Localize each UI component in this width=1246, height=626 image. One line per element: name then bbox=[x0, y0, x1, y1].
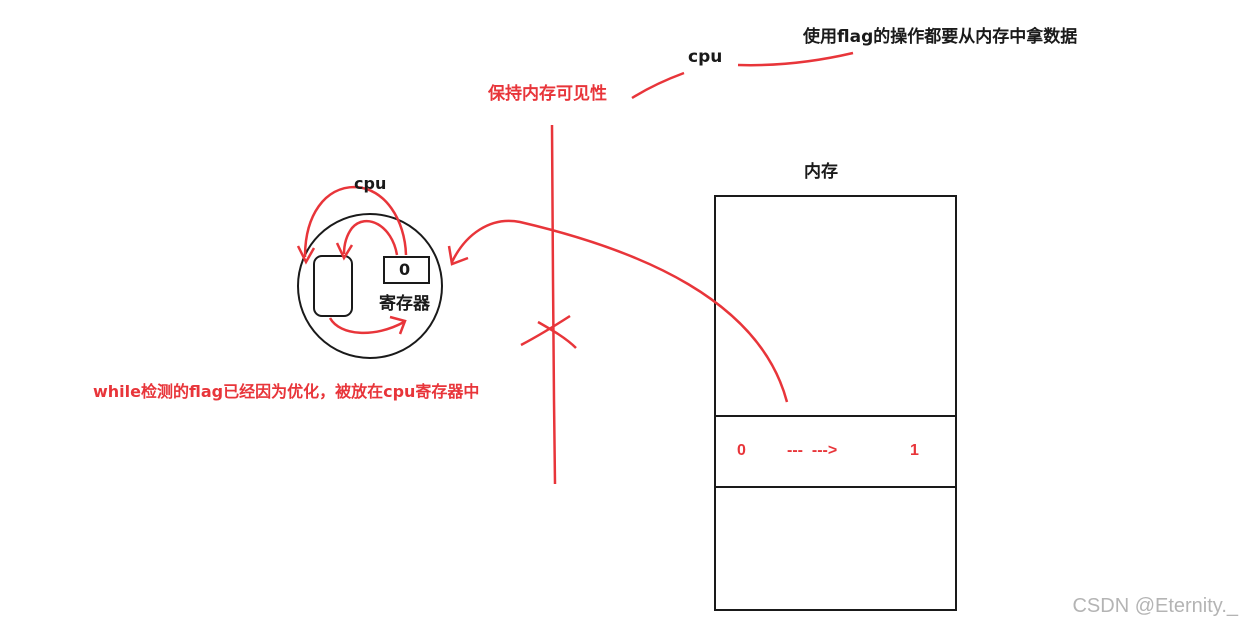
register-box bbox=[383, 256, 430, 284]
cpu-note-squiggle bbox=[737, 51, 854, 67]
cross-mark-stroke-2 bbox=[537, 320, 577, 349]
bottom-loop-arrow bbox=[328, 317, 405, 334]
cpu-inner-label: cpu bbox=[354, 174, 387, 193]
memory-new-value: 1 bbox=[910, 442, 919, 459]
memory-old-value: 0 bbox=[737, 442, 746, 459]
inner-loop-arrow bbox=[342, 219, 399, 256]
keep-visibility-label: 保持内存可见性 bbox=[488, 84, 607, 104]
outer-loop-arrow bbox=[303, 185, 408, 258]
csdn-watermark: CSDN @Eternity._ bbox=[1072, 595, 1238, 617]
memory-to-register-arrow bbox=[450, 219, 789, 403]
memory-block bbox=[714, 195, 957, 611]
while-note: while检测的flag已经因为优化，被放在cpu寄存器中 bbox=[93, 382, 480, 401]
register-label: 寄存器 bbox=[379, 294, 430, 314]
visibility-note-squiggle bbox=[631, 71, 685, 100]
cpu-work-box bbox=[313, 255, 353, 317]
memory-title: 内存 bbox=[804, 162, 838, 182]
cpu-top-label: cpu bbox=[688, 47, 723, 67]
memory-to-register-arrowhead bbox=[447, 245, 469, 266]
bottom-loop-arrowhead bbox=[389, 315, 407, 335]
cpu-circle bbox=[297, 213, 443, 359]
use-flag-note: 使用flag的操作都要从内存中拿数据 bbox=[803, 27, 1078, 47]
cross-mark-stroke-1 bbox=[520, 314, 571, 347]
visibility-barrier-line bbox=[550, 124, 557, 485]
outer-loop-arrowhead bbox=[296, 245, 316, 265]
memory-change-arrow: --- ---> bbox=[787, 442, 838, 459]
register-value: 0 bbox=[399, 260, 411, 279]
inner-loop-arrowhead bbox=[335, 242, 354, 261]
